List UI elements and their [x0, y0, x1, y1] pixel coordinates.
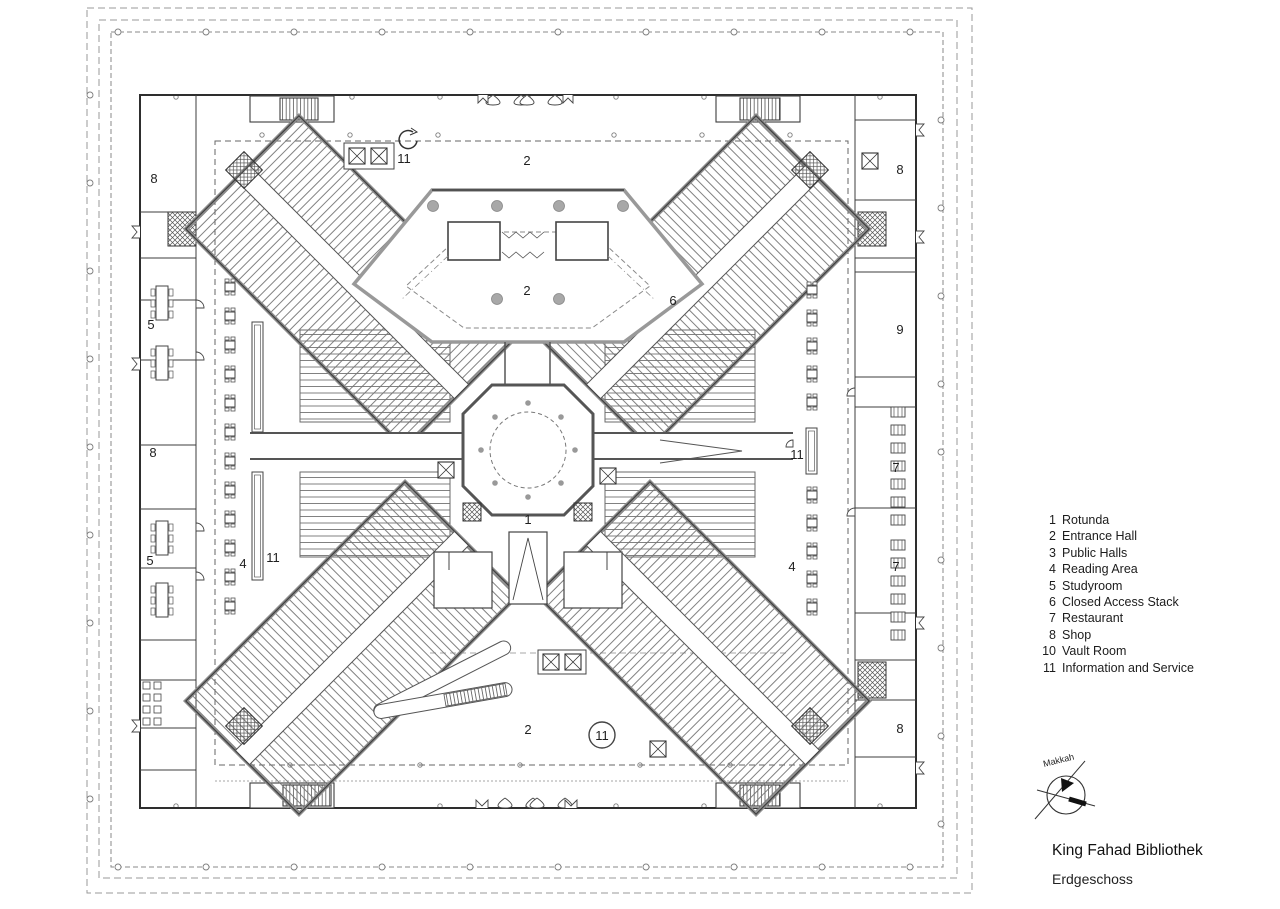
- plan-label: 8: [896, 162, 903, 177]
- plan-label: 8: [149, 445, 156, 460]
- stack-wing-nw: [183, 113, 521, 451]
- legend-item-label: Closed Access Stack: [1062, 595, 1179, 610]
- title-block: King Fahad Bibliothek Erdgeschoss: [1052, 842, 1203, 887]
- legend-item-label: Vault Room: [1062, 644, 1127, 659]
- plan-label: 11: [266, 550, 280, 565]
- plan-label: 8: [150, 171, 157, 186]
- reading-tables-left: [224, 278, 236, 615]
- legend-item-label: Reading Area: [1062, 562, 1138, 577]
- legend-item: 4 Reading Area: [1038, 561, 1258, 577]
- legend-item-label: Studyroom: [1062, 578, 1123, 593]
- plan-title: King Fahad Bibliothek: [1052, 842, 1203, 859]
- plan-label: 6: [669, 293, 676, 308]
- plan-label: 11: [595, 728, 609, 743]
- floor-plan: 8 5 8 5 4 11 11 2 2 6 1 2 11 11 4 8 9 7 …: [86, 7, 973, 894]
- compass-label: Makkah: [1042, 753, 1075, 769]
- plan-label: 5: [146, 553, 153, 568]
- information-desks: [251, 321, 818, 581]
- legend-item: 3 Public Halls: [1038, 545, 1258, 561]
- plan-label: 11: [397, 151, 411, 166]
- legend-item: 8 Shop: [1038, 627, 1258, 643]
- legend-item: 1 Rotunda: [1038, 512, 1258, 528]
- doors: [131, 94, 925, 809]
- cross-corridors: [250, 432, 793, 485]
- legend-item-number: 1: [1049, 513, 1056, 527]
- legend-item-label: Shop: [1062, 627, 1092, 642]
- legend-item-label: Public Halls: [1062, 545, 1128, 560]
- legend-item-label: Entrance Hall: [1062, 529, 1138, 544]
- lower-hall: [343, 127, 667, 758]
- qibla-compass-icon: Makkah: [1033, 752, 1113, 825]
- plan-label: 8: [896, 721, 903, 736]
- plan-labels: 8 5 8 5 4 11 11 2 2 6 1 2 11 11 4 8 9 7 …: [146, 151, 903, 743]
- legend-item-number: 7: [1049, 611, 1056, 626]
- legend-item: 6 Closed Access Stack: [1038, 594, 1258, 610]
- legend-item-label: Rotunda: [1062, 513, 1110, 527]
- legend-item: 5 Studyroom: [1038, 578, 1258, 594]
- rotunda: [433, 383, 623, 609]
- plan-label: 4: [788, 559, 795, 574]
- plan-subtitle: Erdgeschoss: [1052, 871, 1133, 887]
- legend-item-number: 11: [1043, 660, 1056, 675]
- plan-label: 7: [892, 460, 899, 475]
- legend-item: 2 Entrance Hall: [1038, 528, 1258, 544]
- legend-item-label: Information and Service: [1062, 660, 1195, 675]
- legend-item: 11 Information and Service: [1038, 660, 1258, 676]
- legend-item-number: 4: [1049, 562, 1056, 577]
- legend-item-number: 2: [1049, 529, 1056, 544]
- legend-item-number: 8: [1049, 627, 1056, 642]
- plan-label: 7: [892, 559, 899, 574]
- plan-label: 2: [523, 283, 530, 298]
- legend: 1 Rotunda 2 Entrance Hall 3 Public Halls…: [1038, 512, 1258, 676]
- legend-item-number: 6: [1049, 595, 1056, 610]
- plan-label: 2: [524, 722, 531, 737]
- restaurant-tables: [890, 406, 906, 641]
- plan-label: 5: [147, 317, 154, 332]
- legend-item-label: Restaurant: [1062, 611, 1124, 626]
- legend-item-number: 3: [1049, 545, 1056, 560]
- entrance-hall: [351, 188, 705, 385]
- legend-item-number: 5: [1049, 578, 1056, 593]
- plan-label: 2: [523, 153, 530, 168]
- plan-label: 4: [239, 556, 246, 571]
- plan-label: 9: [896, 322, 903, 337]
- legend-item-number: 10: [1042, 644, 1056, 659]
- site-boundary: [86, 7, 973, 894]
- legend-item: 10 Vault Room: [1038, 643, 1258, 659]
- plan-label: 1: [524, 512, 531, 527]
- legend-item: 7 Restaurant: [1038, 610, 1258, 626]
- plan-label: 11: [790, 447, 804, 462]
- wing-stairwells: [224, 150, 830, 746]
